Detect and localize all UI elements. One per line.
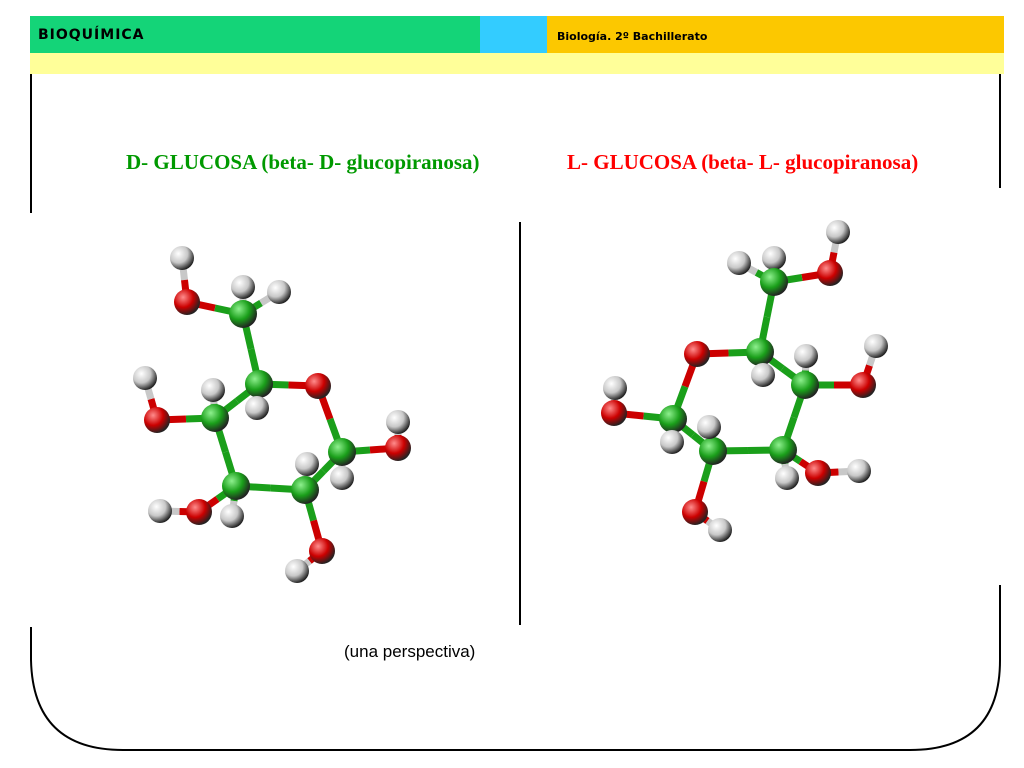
dglc-atom-c-12	[328, 438, 356, 466]
d-glucose-molecule	[133, 246, 411, 583]
l-glucose-title: L- GLUCOSA (beta- L- glucopiranosa)	[567, 150, 919, 174]
header-cyan-bar	[480, 16, 547, 53]
lglc-atom-o-1	[817, 260, 843, 286]
dglc-atom-o-6	[305, 373, 331, 399]
dglc-atom-h-15	[330, 466, 354, 490]
lglc-atom-c-9	[791, 371, 819, 399]
lglc-atom-o-13	[601, 400, 627, 426]
dglc-atom-c-4	[229, 300, 257, 328]
d-glucose-title: D- GLUCOSA (beta- D- glucopiranosa)	[126, 150, 480, 174]
lglc-atom-c-4	[760, 268, 788, 296]
lglc-atom-h-14	[603, 376, 627, 400]
dglc-atom-o-22	[309, 538, 335, 564]
header-subtitle: Biología. 2º Bachillerato	[557, 30, 708, 43]
dglc-atom-h-2	[231, 275, 255, 299]
lglc-atom-o-22	[682, 499, 708, 525]
dglc-atom-h-14	[386, 410, 410, 434]
lglc-atom-o-17	[805, 460, 831, 486]
header-yellow-bar	[547, 16, 1004, 53]
dglc-atom-h-18	[148, 499, 172, 523]
lglc-atom-h-7	[751, 363, 775, 387]
dglc-atom-o-13	[385, 435, 411, 461]
l-glucose-molecule	[601, 220, 888, 542]
lglc-atom-h-15	[660, 430, 684, 454]
lglc-atom-o-6	[684, 341, 710, 367]
dglc-atom-c-16	[222, 472, 250, 500]
lglc-atom-c-20	[699, 437, 727, 465]
dglc-atom-o-1	[174, 289, 200, 315]
dglc-atom-h-7	[245, 396, 269, 420]
header-green-bar	[30, 16, 480, 53]
lglc-atom-h-11	[864, 334, 888, 358]
dglc-atom-c-9	[201, 404, 229, 432]
dglc-atom-c-5	[245, 370, 273, 398]
lglc-atom-h-8	[794, 344, 818, 368]
lglc-atom-h-0	[826, 220, 850, 244]
dglc-atom-h-21	[295, 452, 319, 476]
lglc-atom-h-2	[727, 251, 751, 275]
lglc-atom-h-18	[847, 459, 871, 483]
dglc-atom-h-8	[201, 378, 225, 402]
lglc-atom-o-10	[850, 372, 876, 398]
dglc-atom-c-20	[291, 476, 319, 504]
lglc-atom-c-12	[659, 405, 687, 433]
dglc-atom-h-19	[220, 504, 244, 528]
lglc-atom-h-23	[708, 518, 732, 542]
lglc-atom-h-19	[775, 466, 799, 490]
dglc-atom-h-3	[267, 280, 291, 304]
dglc-atom-h-11	[133, 366, 157, 390]
header-title: BIOQUÍMICA	[38, 27, 145, 43]
header-band	[30, 53, 1004, 74]
dglc-atom-h-23	[285, 559, 309, 583]
dglc-atom-o-17	[186, 499, 212, 525]
frame-bottom-curve	[30, 585, 1001, 751]
caption: (una perspectiva)	[344, 642, 476, 661]
dglc-atom-o-10	[144, 407, 170, 433]
lglc-atom-c-5	[746, 338, 774, 366]
lglc-atom-h-21	[697, 415, 721, 439]
lglc-atom-c-16	[769, 436, 797, 464]
lglc-atom-h-3	[762, 246, 786, 270]
dglc-atom-h-0	[170, 246, 194, 270]
